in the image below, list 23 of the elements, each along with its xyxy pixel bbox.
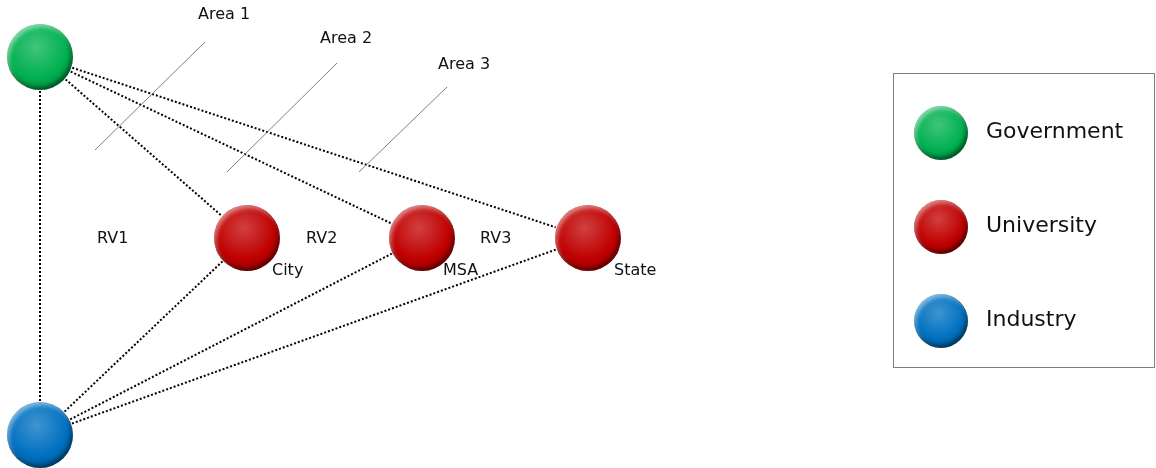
area-label: Area 1: [198, 4, 251, 23]
dotted-connector: [64, 78, 223, 217]
region-label: RV2: [306, 228, 338, 247]
node-caption: City: [272, 260, 304, 279]
dotted-connector: [39, 90, 41, 402]
area-label: Area 3: [438, 54, 491, 73]
region-label: RV1: [97, 228, 129, 247]
node-caption: MSA: [443, 260, 479, 279]
leader-line: [226, 62, 338, 173]
dotted-connector: [69, 70, 393, 225]
sphere-node: [7, 402, 73, 468]
dotted-connector: [71, 66, 557, 229]
leader-line: [358, 86, 448, 173]
leader-line: [94, 41, 206, 151]
dotted-connector: [63, 260, 224, 413]
legend-label: Industry: [986, 306, 1077, 331]
legend-label: Government: [986, 118, 1124, 143]
dotted-connector: [71, 248, 557, 425]
area-label: Area 2: [320, 28, 373, 47]
legend-label: University: [986, 212, 1097, 237]
dotted-connector: [69, 252, 393, 421]
node-caption: State: [614, 260, 657, 279]
region-label: RV3: [480, 228, 512, 247]
